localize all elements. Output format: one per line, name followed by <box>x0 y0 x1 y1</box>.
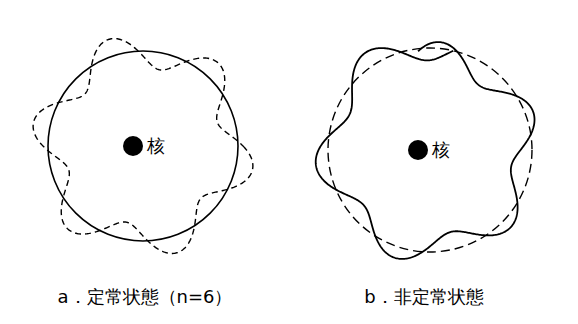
non-standing-wave <box>316 42 535 259</box>
standing-wave <box>33 39 253 254</box>
orbit-circle <box>328 48 532 252</box>
nucleus-dot <box>408 140 428 160</box>
figure-caption: b．非定常状態 <box>364 286 483 308</box>
nucleus-label: 核 <box>432 139 450 161</box>
orbit-circle <box>48 51 238 241</box>
nucleus-dot <box>123 136 143 156</box>
figure-caption: a．定常状態（n=6） <box>58 286 233 308</box>
nucleus-label: 核 <box>147 135 165 157</box>
